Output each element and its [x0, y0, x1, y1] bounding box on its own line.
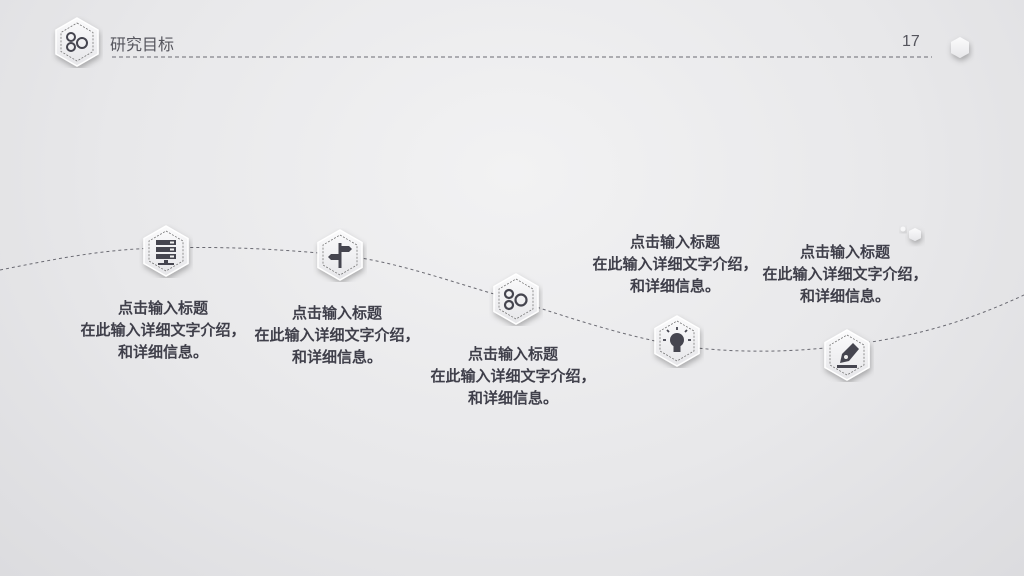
- gears-icon: [493, 273, 539, 325]
- step-description: 在此输入详细文字介绍，: [430, 367, 596, 385]
- decor-dot: [900, 226, 906, 232]
- lightbulb-icon: [654, 315, 700, 367]
- server-icon: [143, 225, 189, 277]
- decor-hex-mid-right: [909, 228, 921, 241]
- step-description: 在此输入详细文字介绍，: [254, 326, 420, 344]
- step-3-caption: 点击输入标题 在此输入详细文字介绍， 和详细信息。: [403, 343, 623, 409]
- decor-hex-top-right: [951, 37, 969, 58]
- page-title: 研究目标: [110, 35, 175, 54]
- page-number: 17: [902, 33, 920, 50]
- step-description: 在此输入详细文字介绍，: [80, 321, 246, 339]
- step-1-caption: 点击输入标题 在此输入详细文字介绍， 和详细信息。: [53, 297, 273, 363]
- step-detail: 和详细信息。: [291, 348, 382, 366]
- step-detail: 和详细信息。: [799, 287, 890, 305]
- step-detail: 和详细信息。: [467, 389, 558, 407]
- pen-nib-icon: [824, 329, 870, 381]
- signpost-icon: [317, 229, 363, 281]
- step-title[interactable]: 点击输入标题: [629, 233, 720, 251]
- step-title[interactable]: 点击输入标题: [467, 345, 558, 363]
- step-description: 在此输入详细文字介绍，: [592, 255, 758, 273]
- step-detail: 和详细信息。: [629, 277, 720, 295]
- step-2-caption: 点击输入标题 在此输入详细文字介绍， 和详细信息。: [227, 302, 447, 368]
- step-5-caption: 点击输入标题 在此输入详细文字介绍， 和详细信息。: [735, 241, 955, 307]
- step-description: 在此输入详细文字介绍，: [762, 265, 928, 283]
- step-4-caption: 点击输入标题 在此输入详细文字介绍， 和详细信息。: [565, 231, 785, 297]
- step-title[interactable]: 点击输入标题: [291, 304, 382, 322]
- step-title[interactable]: 点击输入标题: [799, 243, 890, 261]
- step-title[interactable]: 点击输入标题: [117, 299, 208, 317]
- header-gears-icon: [55, 17, 99, 67]
- step-detail: 和详细信息。: [117, 343, 208, 361]
